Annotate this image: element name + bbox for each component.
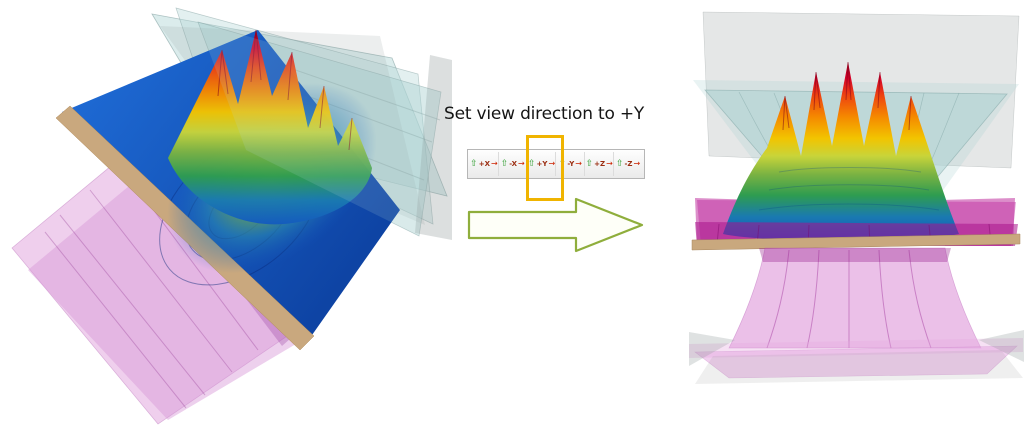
view-plus-y-button[interactable]: ⇧ +Y → [528, 152, 557, 176]
axis-up-arrow-icon: ⇧ [470, 158, 478, 169]
surface-peaks [167, 22, 441, 274]
axis-label-plus-x: +X [478, 159, 490, 168]
axis-label-minus-z: -Z [624, 159, 633, 168]
gray-bottom-sheet [689, 330, 1024, 384]
scene-plus-y [689, 11, 1024, 384]
axis-right-arrow-icon: → [548, 159, 556, 168]
viewport-before[interactable] [0, 0, 455, 427]
view-direction-toolbar: ⇧ +X → ⇧ -X → ⇧ +Y → ⇧ -Y → ⇧ +Z → ⇧ -Z … [467, 149, 645, 179]
scene-oblique [11, 7, 452, 425]
view-minus-x-button[interactable]: ⇧ -X → [499, 152, 528, 176]
instruction-text: Set view direction to +Y [444, 104, 645, 124]
axis-right-arrow-icon: → [575, 159, 582, 168]
axis-up-arrow-icon: ⇧ [615, 158, 624, 169]
viewport-after[interactable] [689, 0, 1024, 427]
axis-right-arrow-icon: → [490, 159, 498, 168]
pink-base-sheet [689, 338, 1023, 379]
view-minus-z-button[interactable]: ⇧ -Z → [614, 152, 642, 176]
highlight-rectangle [526, 135, 564, 201]
tan-plane [691, 233, 1021, 251]
transition-arrow [467, 197, 644, 253]
surface-peaks-front [723, 61, 959, 241]
axis-right-arrow-icon: → [633, 159, 641, 168]
axis-label-plus-z: +Z [594, 159, 606, 168]
axis-label-minus-x: -X [509, 159, 518, 168]
view-plus-x-button[interactable]: ⇧ +X → [470, 152, 499, 176]
axis-up-arrow-icon: ⇧ [527, 158, 536, 169]
axis-label-minus-y: -Y [567, 159, 575, 168]
axis-up-arrow-icon: ⇧ [500, 158, 509, 169]
axis-right-arrow-icon: → [606, 159, 613, 168]
pink-funnel [728, 247, 982, 349]
axis-label-plus-y: +Y [536, 159, 548, 168]
view-plus-z-button[interactable]: ⇧ +Z → [585, 152, 615, 176]
axis-up-arrow-icon: ⇧ [585, 158, 594, 169]
axis-right-arrow-icon: → [518, 159, 525, 168]
